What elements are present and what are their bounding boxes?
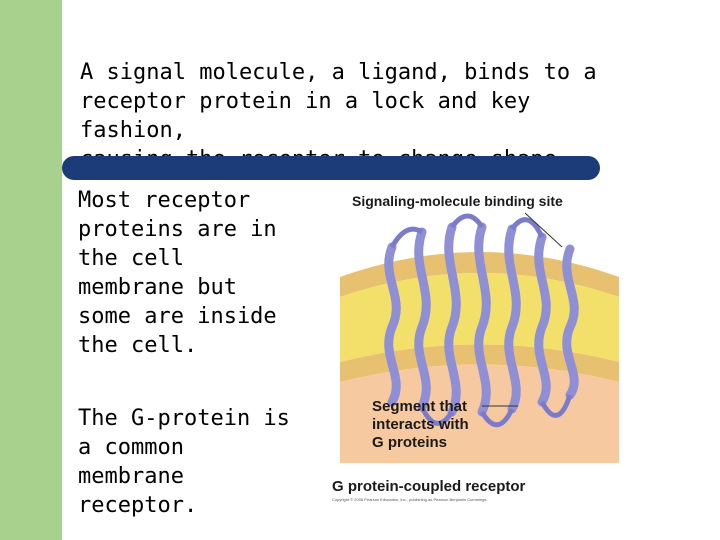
- figure-credit: Copyright © 2008 Pearson Education, Inc.…: [332, 497, 488, 502]
- helix-2: [414, 227, 431, 412]
- helix-5: [504, 224, 521, 414]
- helix-1: [384, 242, 401, 407]
- helix-7: [562, 244, 579, 400]
- title-divider-bar: [62, 156, 600, 180]
- helix-6: [534, 232, 551, 407]
- binding-site-pointer: [524, 212, 563, 248]
- helix-loops: [389, 213, 573, 428]
- loop-2: [449, 213, 485, 229]
- loop-4: [419, 405, 455, 426]
- gpcr-illustration: [340, 187, 619, 463]
- body-paragraph-1: Most receptor proteins are in the cell m…: [78, 188, 277, 358]
- transmembrane-helices: [384, 222, 579, 417]
- gpcr-figure: [340, 187, 619, 463]
- loop-1: [389, 226, 424, 249]
- body-paragraph-2: The G-protein is a common membrane recep…: [78, 406, 290, 518]
- segment-label: Segment that interacts with G proteins: [372, 398, 469, 451]
- helix-3: [444, 222, 461, 417]
- figure-caption: G protein-coupled receptor: [332, 478, 526, 495]
- loop-5: [479, 407, 515, 428]
- loop-6: [539, 394, 573, 418]
- binding-site-label: Signaling-molecule binding site: [352, 193, 563, 209]
- loop-3: [509, 217, 545, 239]
- helix-4: [474, 222, 491, 417]
- membrane-outer-layer: [340, 252, 619, 297]
